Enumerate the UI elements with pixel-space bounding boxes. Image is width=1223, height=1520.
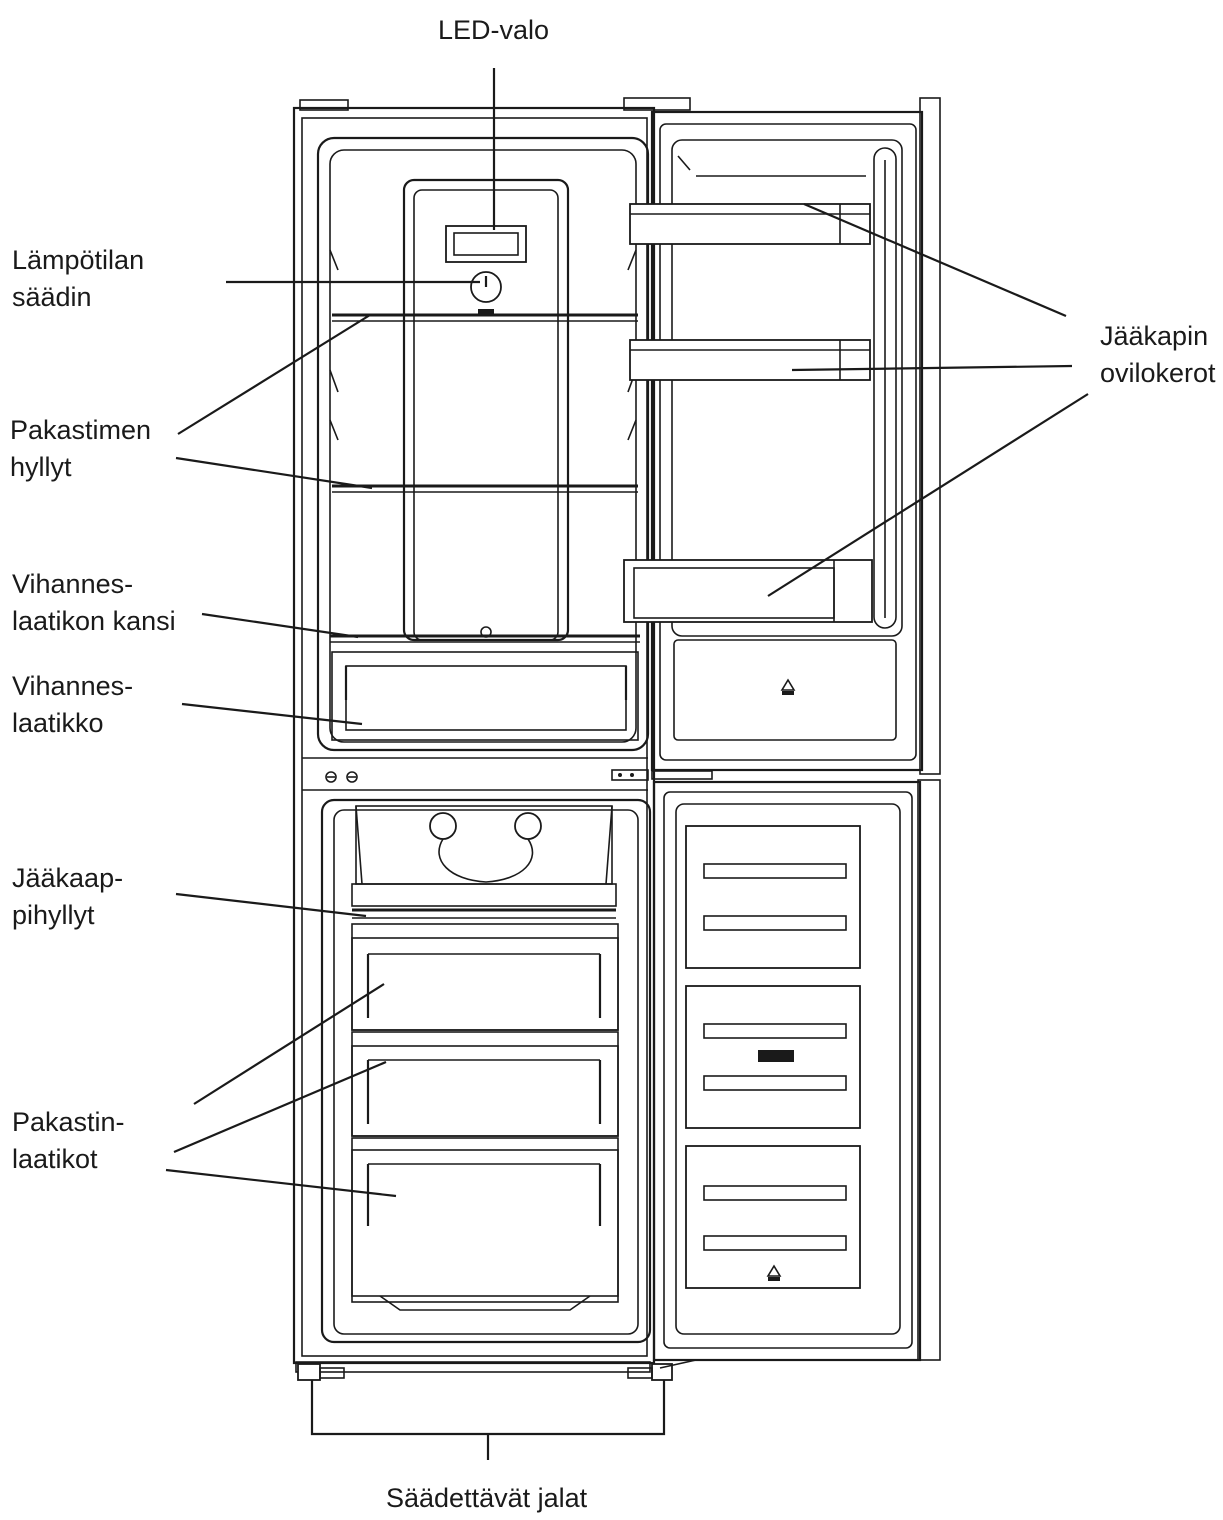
label-crisper-cover-line-1: Vihannes- [12, 569, 134, 599]
leader-freezer-shelf-1 [177, 314, 371, 435]
recycle-symbol-upper [780, 678, 796, 695]
foot-right-2 [627, 1367, 653, 1379]
label-freezer-drawers-line-1: Pakastin- [12, 1107, 125, 1137]
label-temperature-control-line-2: säädin [12, 282, 92, 312]
door-bin-1 [629, 203, 871, 245]
compartment-divider [302, 757, 649, 791]
lower-shelf [351, 883, 617, 919]
crisper-cover [330, 626, 640, 643]
leader-drawer-2 [173, 1060, 387, 1154]
label-adjustable-feet: Säädettävät jalat [386, 1480, 587, 1517]
label-door-bins-line-1: Jääkapin [1100, 321, 1209, 351]
label-door-bins-line-2: ovilokerot [1100, 358, 1216, 388]
lower-drawer-3 [351, 1137, 619, 1311]
label-fridge-shelves-line-2: pihyllyt [12, 900, 95, 930]
label-fridge-shelves: Jääkaap- pihyllyt [12, 860, 123, 934]
label-crisper-line-1: Vihannes- [12, 671, 134, 701]
foot-left-2 [319, 1367, 345, 1379]
label-adjustable-feet-text: Säädettävät jalat [386, 1483, 588, 1513]
leader-drawer-3 [165, 1168, 397, 1198]
top-hinge-left [299, 99, 349, 111]
foot-left [297, 1363, 321, 1381]
label-crisper-cover: Vihannes- laatikon kansi [12, 566, 176, 640]
leader-crisper-cover [201, 612, 359, 639]
leader-door-bin-1 [803, 202, 1067, 318]
door-bin-2 [629, 339, 871, 381]
door-bin-3 [623, 559, 873, 623]
leader-fridge-shelves [175, 892, 367, 918]
label-led-light-text: LED-valo [438, 15, 550, 45]
label-fridge-shelves-line-1: Jääkaap- [12, 863, 124, 893]
temperature-knob [470, 271, 502, 314]
recycle-symbol-lower [766, 1264, 782, 1281]
label-freezer-shelves: Pakastimen hyllyt [10, 412, 151, 486]
star-rating-icon [758, 1050, 794, 1062]
lower-door [652, 779, 941, 1362]
label-door-bins: Jääkapin ovilokerot [1100, 318, 1216, 392]
label-temperature-control-line-1: Lämpötilan [12, 245, 145, 275]
label-crisper-line-2: laatikko [12, 708, 104, 738]
label-freezer-shelves-line-2: hyllyt [10, 452, 72, 482]
label-led-light: LED-valo [438, 12, 549, 49]
label-freezer-drawers-line-2: laatikot [12, 1144, 98, 1174]
leader-drawer-1 [193, 983, 385, 1105]
leader-feet-bracket [310, 1380, 666, 1436]
cabinet-body [292, 106, 656, 1365]
label-freezer-shelves-line-1: Pakastimen [10, 415, 152, 445]
top-hinge-right [623, 97, 691, 111]
adjustable-feet [295, 1359, 697, 1381]
upper-compartment [316, 136, 650, 752]
upper-shelf-2 [332, 484, 638, 493]
label-freezer-drawers: Pakastin- laatikot [12, 1104, 125, 1178]
upper-door [623, 97, 941, 775]
leader-lines [165, 68, 1089, 1460]
label-crisper: Vihannes- laatikko [12, 668, 133, 742]
freezer-door-drawer-1 [685, 825, 861, 969]
crisper-drawer [331, 651, 639, 741]
label-temperature-control: Lämpötilan säädin [12, 242, 144, 316]
middle-hinge [651, 770, 713, 780]
leader-door-bin-2 [791, 364, 1073, 372]
leader-door-bin-3 [767, 393, 1089, 597]
leader-crisper [181, 702, 363, 726]
upper-shelf-1 [332, 313, 638, 322]
freezer-door-drawer-2 [685, 985, 861, 1129]
lower-compartment [320, 798, 652, 1344]
leader-freezer-shelf-2 [175, 456, 373, 490]
lower-drawer-2 [351, 1031, 619, 1137]
led-light [445, 225, 527, 263]
label-crisper-cover-line-2: laatikon kansi [12, 606, 176, 636]
freezer-door-drawer-3 [685, 1145, 861, 1289]
lower-drawer-1 [351, 923, 619, 1031]
